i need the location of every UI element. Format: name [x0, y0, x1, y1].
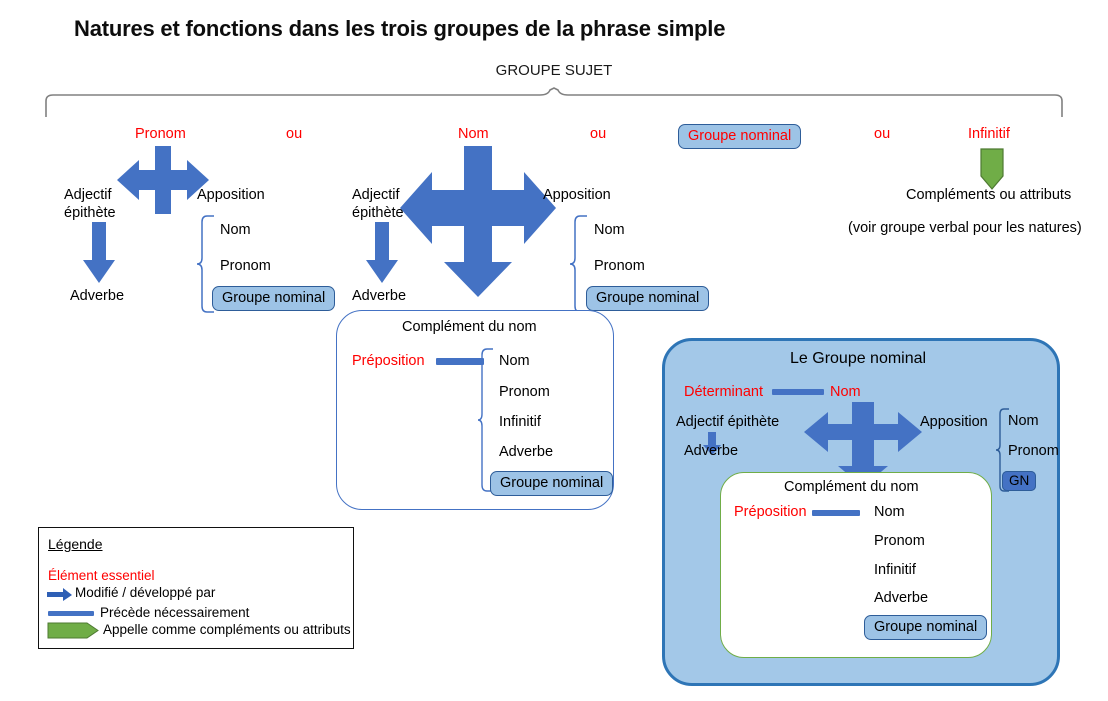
green-down-arrow-icon [978, 148, 1006, 190]
gn-complement-item-3: Adverbe [874, 590, 929, 606]
or-separator-3: ou [874, 126, 891, 142]
or-separator-1: ou [286, 126, 303, 142]
legend-title: Légende [48, 536, 103, 552]
badge-label: Groupe nominal [586, 286, 710, 312]
gn-complement-item-0: Nom [874, 504, 905, 520]
legend-line-text: Précède nécessairement [100, 605, 250, 620]
badge-label: GN [1002, 471, 1037, 491]
legend-line-icon [48, 611, 94, 616]
down-arrow-adverbe-nom-icon [365, 222, 399, 284]
legend-essential-label: Élément essentiel [48, 568, 155, 583]
cross-arrow-nom-icon [398, 146, 558, 298]
gn-complement-precede-line-icon [812, 510, 860, 516]
brace-pronom-apposition [196, 215, 215, 313]
label-complements-attributs: Compléments ou attributs [906, 187, 1072, 203]
gn-down-arrow-adverbe-icon [702, 432, 722, 456]
badge-groupe-nominal-nom[interactable]: Groupe nominal [586, 286, 710, 312]
complement-item-left-3: Adverbe [499, 444, 554, 460]
gn-label-preposition: Préposition [734, 504, 807, 520]
gn-precede-line-icon [772, 389, 824, 395]
head-pronom: Pronom [135, 126, 186, 142]
label-apposition-nom: Apposition [543, 187, 611, 203]
label-preposition-left: Préposition [352, 353, 425, 369]
complement-item-left-1: Pronom [499, 384, 550, 400]
complement-du-nom-title-left: Complément du nom [402, 319, 537, 335]
brace-item-pronom-0: Nom [220, 222, 251, 238]
head-groupe-nominal-badge[interactable]: Groupe nominal [678, 124, 802, 150]
head-nom: Nom [458, 126, 489, 142]
badge-groupe-nominal-pronom[interactable]: Groupe nominal [212, 286, 336, 312]
legend-green-text: Appelle comme compléments ou attributs [103, 622, 351, 637]
gn-label-determinant: Déterminant [684, 384, 763, 400]
or-separator-2: ou [590, 126, 607, 142]
subject-group-label: GROUPE SUJET [495, 62, 613, 79]
page-title: Natures et fonctions dans les trois grou… [74, 16, 726, 41]
legend-arrow-icon [47, 588, 73, 602]
gn-brace-item-0: Nom [1008, 413, 1039, 429]
top-brace [40, 87, 1068, 118]
label-epithete-nom: épithète [352, 205, 404, 221]
brace-complement-left [477, 348, 494, 492]
complement-du-nom-title-gn: Complément du nom [784, 479, 919, 495]
down-arrow-adverbe-pronom-icon [82, 222, 116, 284]
brace-item-pronom-1: Pronom [220, 258, 271, 274]
label-adjectif-nom: Adjectif [352, 187, 400, 203]
tri-arrow-pronom-icon [115, 146, 211, 214]
brace-nom-apposition [569, 215, 588, 313]
gn-complement-item-2: Infinitif [874, 562, 916, 578]
gn-brace-apposition [995, 408, 1010, 492]
label-adverbe-nom: Adverbe [352, 288, 407, 304]
gn-label-adjectif-epithete: Adjectif épithète [676, 414, 780, 430]
gn-label-nom: Nom [830, 384, 861, 400]
gn-panel-title: Le Groupe nominal [790, 350, 927, 367]
badge-label: Groupe nominal [864, 615, 988, 641]
badge-label: Groupe nominal [212, 286, 336, 312]
label-epithete-pronom: épithète [64, 205, 116, 221]
gn-complement-item-1: Pronom [874, 533, 925, 549]
legend-arrow-text: Modifié / développé par [75, 585, 216, 600]
label-adjectif-pronom: Adjectif [64, 187, 112, 203]
gn-badge-gn[interactable]: GN [1002, 471, 1037, 491]
brace-item-nom-0: Nom [594, 222, 625, 238]
label-adverbe-pronom: Adverbe [70, 288, 125, 304]
note-groupe-verbal: (voir groupe verbal pour les natures) [848, 220, 1082, 236]
gn-badge-groupe-nominal-complement[interactable]: Groupe nominal [864, 615, 988, 641]
gn-brace-item-1: Pronom [1008, 443, 1059, 459]
label-apposition-pronom: Apposition [197, 187, 265, 203]
complement-item-left-2: Infinitif [499, 414, 541, 430]
legend-green-arrow-icon [47, 622, 99, 639]
head-infinitif: Infinitif [968, 126, 1010, 142]
gn-cross-arrow-icon [802, 402, 924, 488]
gn-label-adverbe: Adverbe [684, 443, 739, 459]
complement-item-left-0: Nom [499, 353, 530, 369]
badge-label: Groupe nominal [490, 471, 614, 497]
badge-label: Groupe nominal [678, 124, 802, 150]
badge-groupe-nominal-complement-left[interactable]: Groupe nominal [490, 471, 614, 497]
gn-label-apposition: Apposition [920, 414, 988, 430]
brace-item-nom-1: Pronom [594, 258, 645, 274]
precede-line-left-icon [436, 358, 484, 365]
